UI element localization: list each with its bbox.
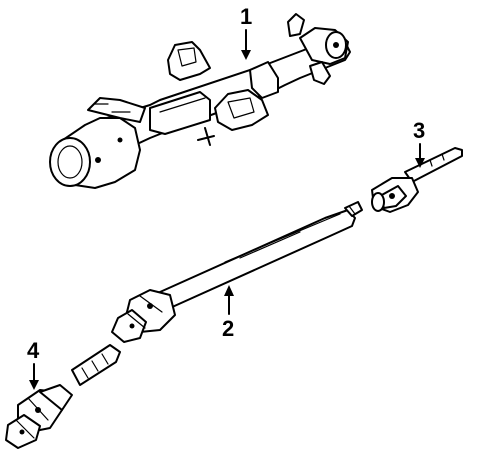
- callout-4: 4: [27, 338, 40, 390]
- callout-label: 3: [413, 118, 425, 143]
- callout-3: 3: [413, 118, 425, 168]
- steering-column-assembly: [49, 13, 351, 189]
- upper-shaft: [371, 147, 463, 213]
- callout-label: 4: [27, 338, 40, 363]
- callout-label: 1: [240, 4, 252, 29]
- callout-1: 1: [240, 4, 252, 60]
- callout-2: 2: [222, 285, 234, 341]
- intermediate-shaft: [71, 201, 363, 386]
- universal-joint: [5, 384, 73, 449]
- callout-label: 2: [222, 316, 234, 341]
